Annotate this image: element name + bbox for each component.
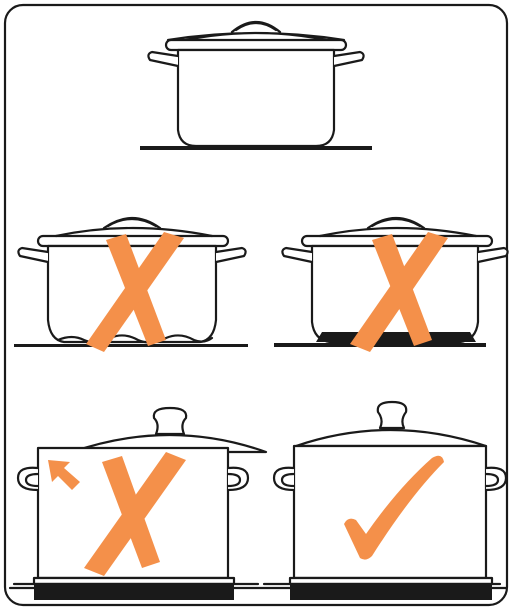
panel-warped-base <box>14 218 248 352</box>
pot-on-flat-hob-icon <box>140 22 372 150</box>
panel-small-base <box>274 218 508 352</box>
panel-correct <box>274 402 506 600</box>
pot-correct-icon <box>274 402 506 600</box>
panel-oversized-lid <box>18 408 266 600</box>
panel-reference <box>140 22 372 150</box>
